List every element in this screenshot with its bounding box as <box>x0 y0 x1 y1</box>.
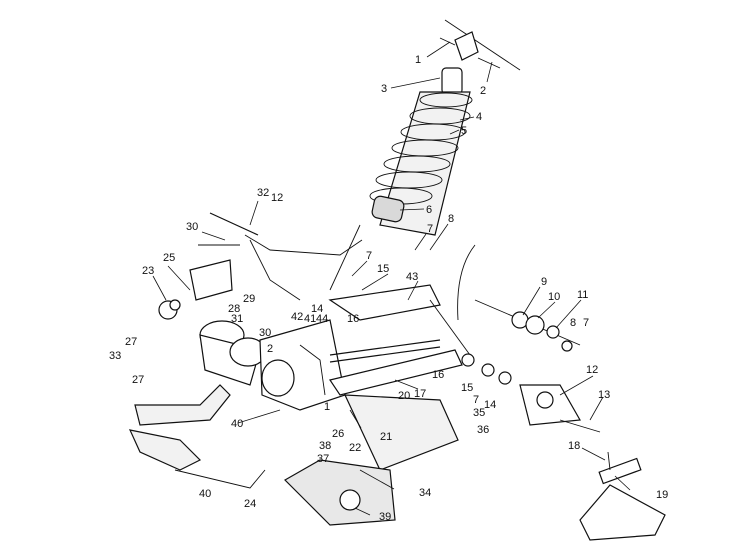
spacer-set <box>461 353 601 433</box>
drive-hub <box>457 244 581 352</box>
callout-label: 5 <box>461 125 467 137</box>
callout-label: 34 <box>419 487 431 499</box>
leader-lines <box>152 41 631 516</box>
callout-label: 7 <box>366 250 372 262</box>
shock-absorber <box>329 67 473 291</box>
callout-label: 16 <box>347 313 359 325</box>
callout-label: 6 <box>426 204 432 216</box>
callout-label: 2 <box>267 343 273 355</box>
callout-label: 30 <box>186 221 198 233</box>
trailing-arm <box>328 284 471 471</box>
callout-label: 1 <box>324 401 330 413</box>
callout-label: 11 <box>577 289 588 301</box>
spindle-housing <box>199 319 346 411</box>
callout-label: 31 <box>231 313 243 325</box>
callout-label: 9 <box>541 276 547 288</box>
callout-label: 15 <box>461 382 473 394</box>
callout-label: 22 <box>349 442 361 454</box>
bushing-assembly-left <box>158 259 233 320</box>
callout-label: 19 <box>656 489 668 501</box>
upper-control-arm <box>198 212 363 301</box>
callout-label: 16 <box>432 369 444 381</box>
tie-rod <box>329 339 441 363</box>
callout-label: 43 <box>406 271 418 283</box>
callout-labels: 1 2 3 4 5 6 7 8 32 12 30 25 23 7 15 43 9… <box>109 54 668 523</box>
callout-label: 24 <box>244 498 256 510</box>
callout-label: 40 <box>231 418 243 430</box>
callout-label: 21 <box>380 431 392 443</box>
callout-label: 32 <box>257 187 269 199</box>
callout-label: 20 <box>398 390 410 402</box>
ski-frame <box>128 384 266 489</box>
callout-label: 23 <box>142 265 154 277</box>
callout-label: 15 <box>377 263 389 275</box>
callout-label: 26 <box>332 428 344 440</box>
callout-label: 2 <box>480 85 486 97</box>
callout-label: 13 <box>598 389 610 401</box>
callout-label: 38 <box>319 440 331 452</box>
callout-label: 12 <box>586 364 598 376</box>
callout-label: 42 <box>291 311 303 323</box>
callout-label: 12 <box>271 192 283 204</box>
callout-label: 1 <box>415 54 421 66</box>
callout-label: 3 <box>381 83 387 95</box>
callout-label: 35 <box>473 407 485 419</box>
callout-label: 37 <box>317 453 329 465</box>
callout-label: 7 <box>473 394 479 406</box>
callout-label: 8 <box>448 213 454 225</box>
callout-label: 7 <box>583 317 589 329</box>
callout-label: 39 <box>379 511 391 523</box>
callout-label: 8 <box>570 317 576 329</box>
callout-label: 4 <box>476 111 482 123</box>
chassis-lower <box>284 459 396 526</box>
callout-label: 18 <box>568 440 580 452</box>
callout-label: 14 <box>484 399 496 411</box>
callout-label: 17 <box>414 388 426 400</box>
callout-label: 29 <box>243 293 255 305</box>
ski-bracket <box>579 451 666 541</box>
callout-label: 33 <box>109 350 121 362</box>
callout-label: 10 <box>548 291 560 303</box>
callout-label: 36 <box>477 424 489 436</box>
callout-label: 40 <box>199 488 211 500</box>
callout-label: 7 <box>427 223 433 235</box>
callout-label: 14 <box>311 303 323 315</box>
callout-label: 27 <box>125 336 137 348</box>
callout-label: 27 <box>132 374 144 386</box>
callout-label: 44 <box>316 313 328 325</box>
callout-label: 30 <box>259 327 271 339</box>
callout-label: 25 <box>163 252 175 264</box>
callout-label: 41 <box>304 313 316 325</box>
upper-shock-mount-bracket <box>439 19 521 71</box>
callout-label: 28 <box>228 303 240 315</box>
